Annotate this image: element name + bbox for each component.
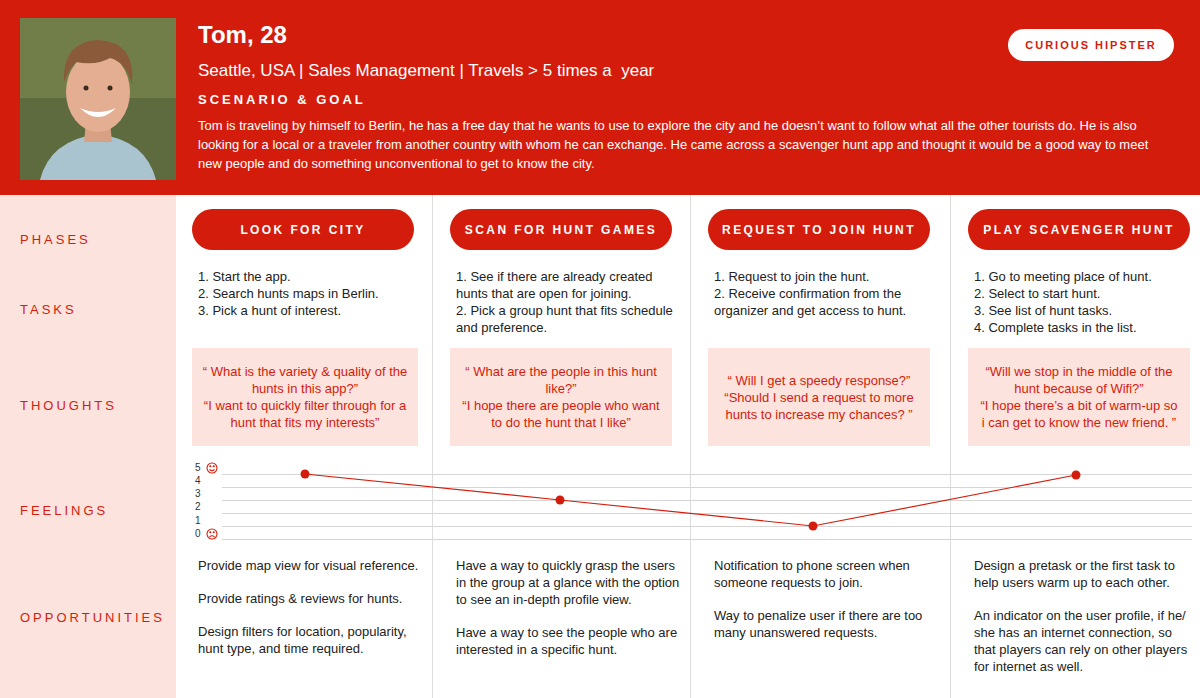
thought-quote: “I hope there’s a bit of warm-up so i ca… [978,397,1180,431]
task-list: 1. Request to join the hunt.2. Receive c… [714,268,940,319]
thought-quote: “Should I send a request to more hunts t… [718,389,920,423]
header-band: Seattle, USA | Sales Management | Travel… [0,0,1200,195]
axis-value: 2 [195,501,201,513]
persona-tag: CURIOUS HIPSTER [1008,29,1174,61]
opportunity-item: Provide map view for visual reference. [198,557,424,574]
axis-value: 3 [195,488,201,500]
phase-pill: LOOK FOR CITY [192,209,414,250]
task-list: 1. Start the app.2. Search hunts maps in… [198,268,424,319]
section-heading: SCENARIO & GOAL [198,92,1170,108]
task-item: 2. Select to start hunt. [974,285,1190,302]
opportunity-item: Provide ratings & reviews for hunts. [198,590,424,607]
thought-quote: “I want to quickly filter through for a … [202,397,408,431]
task-item: 4. Complete tasks in the list. [974,319,1190,336]
feeling-points [301,470,1081,531]
row-label: FEELINGS [20,503,108,518]
row-label: PHASES [20,232,91,247]
phase-label: LOOK FOR CITY [240,223,365,237]
opportunity-list: Design a pretask or the first task to he… [974,557,1190,691]
opportunity-list: Provide map view for visual reference. Pr… [198,557,424,673]
thought-quote: “I hope there are people who want to do … [460,397,662,431]
task-item: 2. Pick a group hunt that fits schedule … [456,302,680,336]
persona-photo [20,18,176,180]
opportunity-item: Design a pretask or the first task to he… [974,557,1190,591]
scenario-text: Tom is traveling by himself to Berlin, h… [198,116,1170,173]
thought-box: “ Will I get a speedy response?”“Should … [708,348,930,446]
phase-label: PLAY SCAVENGER HUNT [983,223,1174,237]
axis-value: 0 [195,528,201,540]
task-item: 2. Search hunts maps in Berlin. [198,285,424,302]
phase-pill: REQUEST TO JOIN HUNT [708,209,930,250]
column-dividers [433,195,951,698]
opportunity-item: Notification to phone screen when someon… [714,557,940,591]
phase-label: REQUEST TO JOIN HUNT [722,223,916,237]
persona-tag-text: CURIOUS HIPSTER [1025,39,1156,51]
task-item: 1. See if there are already created hunt… [456,268,680,302]
task-item: 3. Pick a hunt of interest. [198,302,424,319]
task-item: 1. Start the app. [198,268,424,285]
phase-label: SCAN FOR HUNT GAMES [465,223,657,237]
header-ground [0,0,1200,195]
row-label-band: PHASES TASKS THOUGHTS FEELINGS OPPORTUNITIES [0,195,176,698]
opportunity-item: Way to penalize user if there are too ma… [714,607,940,641]
task-item: 1. Go to meeting place of hunt. [974,268,1190,285]
axis-value: 1 [195,515,201,527]
persona-subtitle: Seattle, USA | Sales Management | Travel… [198,60,1170,81]
task-item: 1. Request to join the hunt. [714,268,940,285]
thought-box: “ What are the people in this hunt like?… [450,348,672,446]
opportunity-item: Have a way to quickly grasp the users in… [456,557,680,608]
phase-pill: SCAN FOR HUNT GAMES [450,209,672,250]
axis-value: 5 [195,462,201,474]
axis-value: 4 [195,475,201,487]
task-item: 3. See list of hunt tasks. [974,302,1190,319]
thought-quote: “ Will I get a speedy response?” [718,372,920,389]
row-label: THOUGHTS [20,398,117,413]
opportunity-item: An indicator on the user profile, if he/… [974,607,1190,675]
opportunity-list: Have a way to quickly grasp the users in… [456,557,680,674]
thought-quote: “Will we stop in the middle of the hunt … [978,363,1180,397]
task-list: 1. See if there are already created hunt… [456,268,680,336]
opportunity-list: Notification to phone screen when someon… [714,557,940,657]
thought-box: “ What is the variety & quality of the h… [192,348,418,446]
smiley-icons [207,463,217,539]
task-list: 1. Go to meeting place of hunt.2. Select… [974,268,1190,336]
opportunity-item: Have a way to see the people who are int… [456,624,680,658]
task-item: 2. Receive confirmation from the organiz… [714,285,940,319]
persona-name: Tom, 28 [198,21,287,49]
row-label: TASKS [20,302,77,317]
feeling-grid [222,475,1192,540]
thought-quote: “ What is the variety & quality of the h… [202,363,408,397]
thought-box: “Will we stop in the middle of the hunt … [968,348,1190,446]
thought-quote: “ What are the people in this hunt like?… [460,363,662,397]
phase-pill: PLAY SCAVENGER HUNT [968,209,1190,250]
opportunity-item: Design filters for location, popularity,… [198,623,424,657]
row-label: OPPORTUNITIES [20,610,165,625]
feeling-line [305,474,1076,526]
